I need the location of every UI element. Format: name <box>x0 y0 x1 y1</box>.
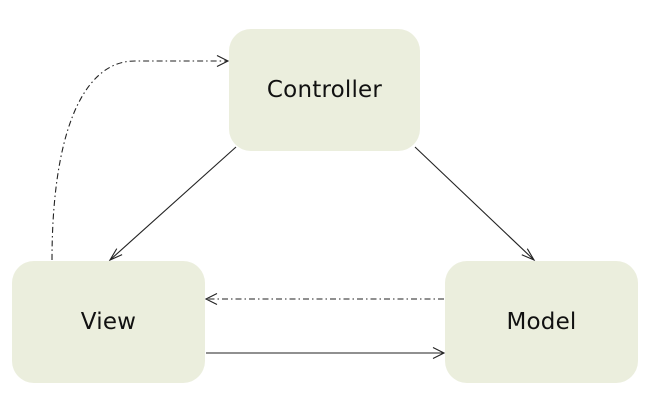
arrowhead-controller-to-view <box>108 248 123 262</box>
view-node: View <box>12 261 205 383</box>
arrowhead-model-to-view <box>204 293 218 305</box>
model-label: Model <box>506 309 577 335</box>
edge-view-to-controller <box>51 60 228 261</box>
arrowhead-view-to-controller <box>216 55 230 67</box>
arrowhead-controller-to-model <box>521 248 536 262</box>
controller-node: Controller <box>229 29 420 151</box>
model-node: Model <box>445 261 638 383</box>
arrowhead-view-to-model <box>432 347 446 359</box>
view-label: View <box>80 309 137 335</box>
edge-controller-to-view <box>109 146 237 261</box>
controller-label: Controller <box>266 77 383 103</box>
edge-controller-to-model <box>414 146 535 261</box>
